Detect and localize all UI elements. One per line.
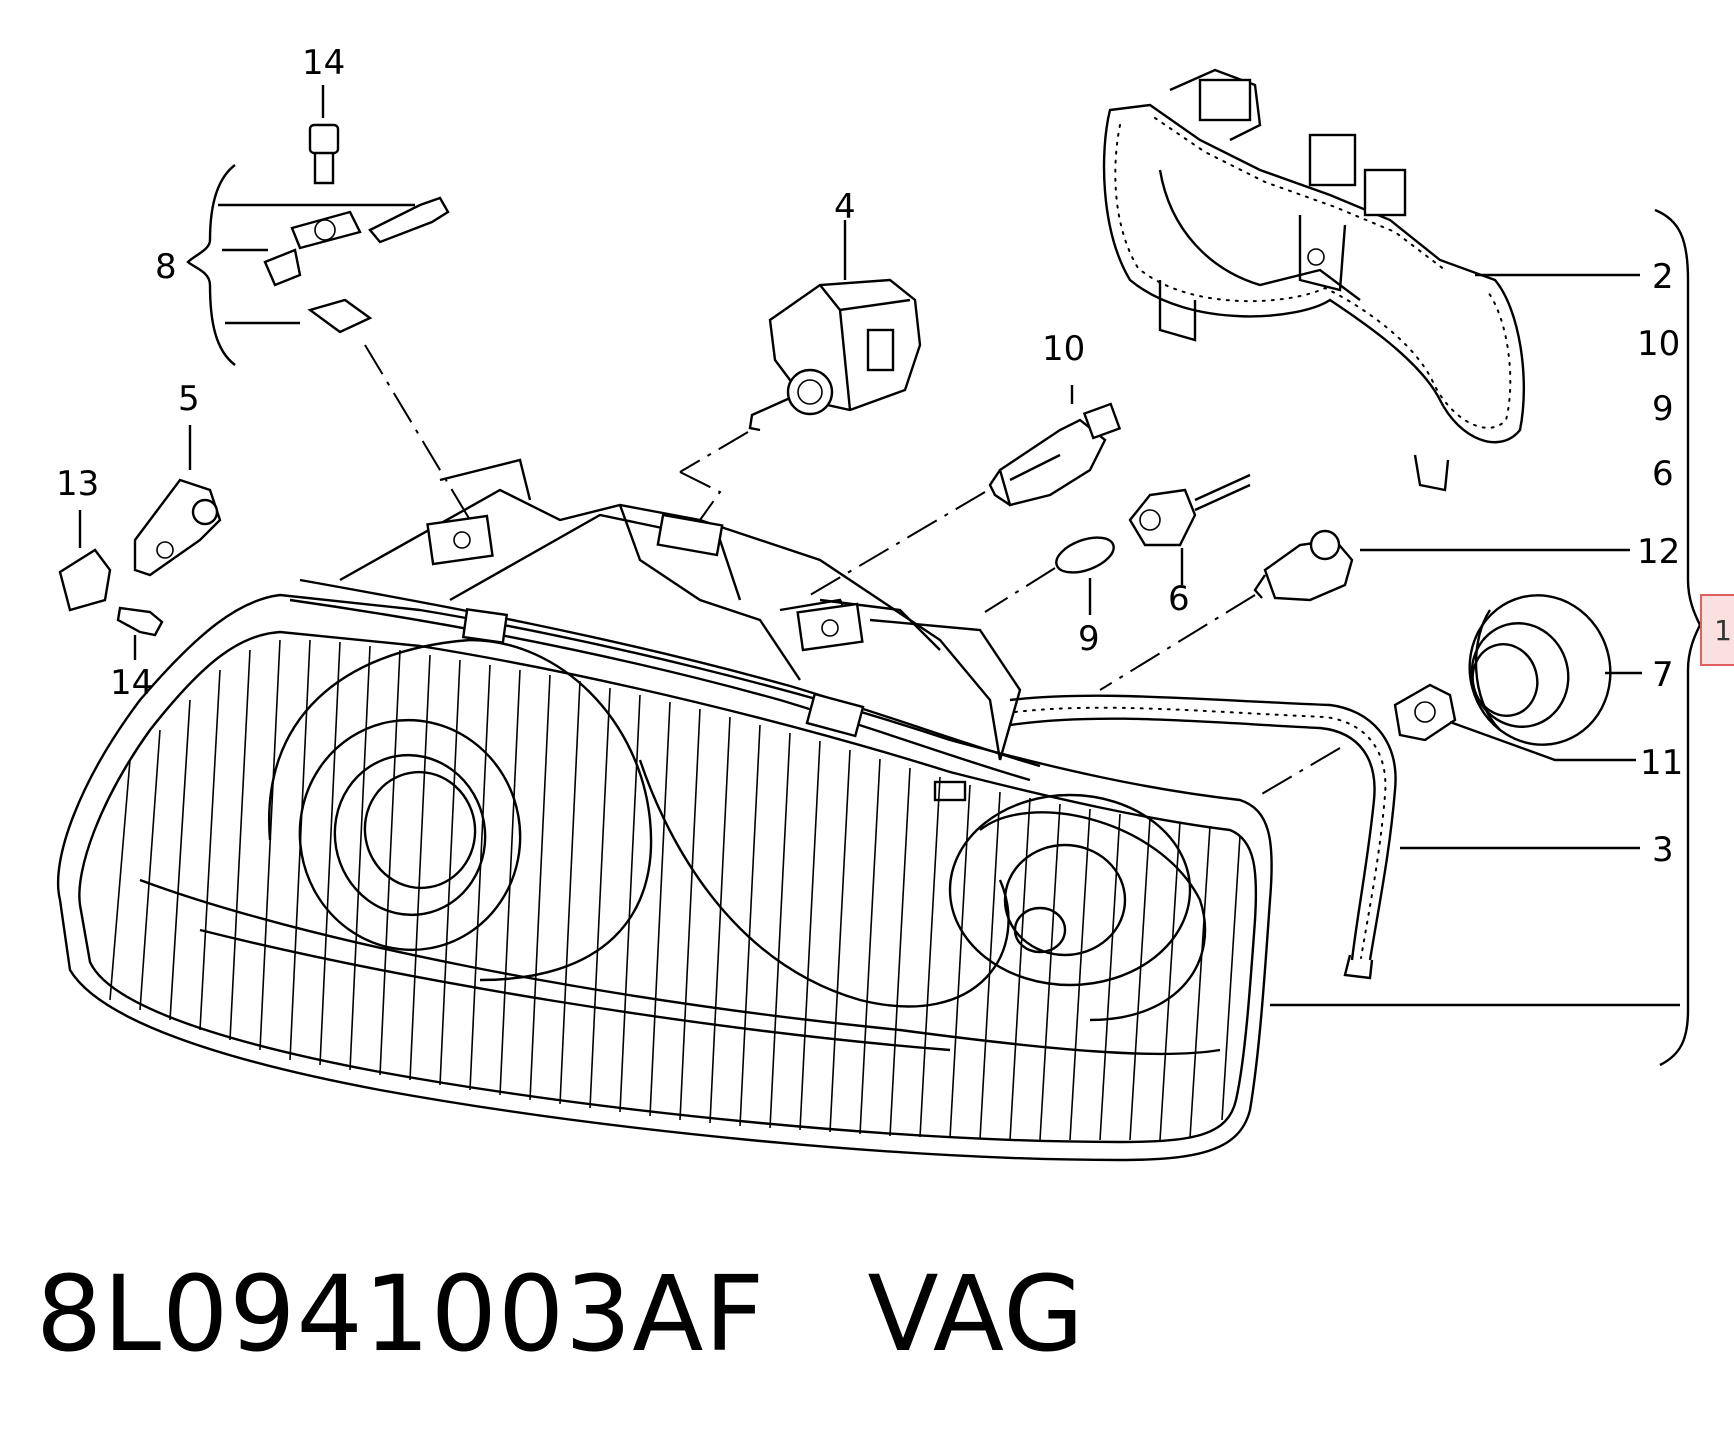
bulb-small <box>1393 683 1457 742</box>
page-tab[interactable]: 1 <box>1700 594 1734 666</box>
callout-6-mid: 6 <box>1168 579 1190 619</box>
callout-13: 13 <box>56 464 99 504</box>
callout-9-right: 9 <box>1652 389 1674 429</box>
leader-lines <box>843 220 1680 1007</box>
mounting-bracket-set <box>186 85 471 521</box>
callout-9-mid: 9 <box>1078 619 1100 659</box>
retaining-clip <box>133 425 222 577</box>
leveling-motor <box>679 278 922 521</box>
brand-label: VAG <box>867 1253 1085 1375</box>
callout-14-top: 14 <box>302 43 345 83</box>
bulb-h7-low-beam <box>809 402 1122 596</box>
callout-6-right: 6 <box>1652 454 1674 494</box>
rear-cover-gasket <box>1102 68 1525 492</box>
part-caption: 8L0941003AF VAG <box>36 1262 1085 1366</box>
callout-4: 4 <box>834 187 856 227</box>
callout-5: 5 <box>178 379 200 419</box>
bulb-h7-high-beam <box>1099 529 1354 691</box>
wiring-harness <box>1009 694 1397 980</box>
callout-2: 2 <box>1652 257 1674 297</box>
callout-10-right: 10 <box>1637 324 1680 364</box>
callout-14-left: 14 <box>110 663 153 703</box>
part-number: 8L0941003AF <box>36 1253 766 1375</box>
callout-7: 7 <box>1652 655 1674 695</box>
bulb-connector <box>1128 473 1251 547</box>
assembly-brace <box>1654 208 1702 1067</box>
bulb-socket <box>1468 594 1612 746</box>
callout-8: 8 <box>155 247 177 287</box>
callout-11: 11 <box>1640 743 1683 783</box>
nut-clip <box>58 510 112 612</box>
page-tab-label: 1 <box>1714 613 1732 647</box>
lens-hatching <box>109 639 1241 1141</box>
callout-10-mid: 10 <box>1042 329 1085 369</box>
callout-3: 3 <box>1652 830 1674 870</box>
callout-12: 12 <box>1637 532 1680 572</box>
parking-bulb-w5w <box>984 536 1115 613</box>
screw-left <box>116 606 164 660</box>
headlight-housing <box>56 458 1273 1162</box>
